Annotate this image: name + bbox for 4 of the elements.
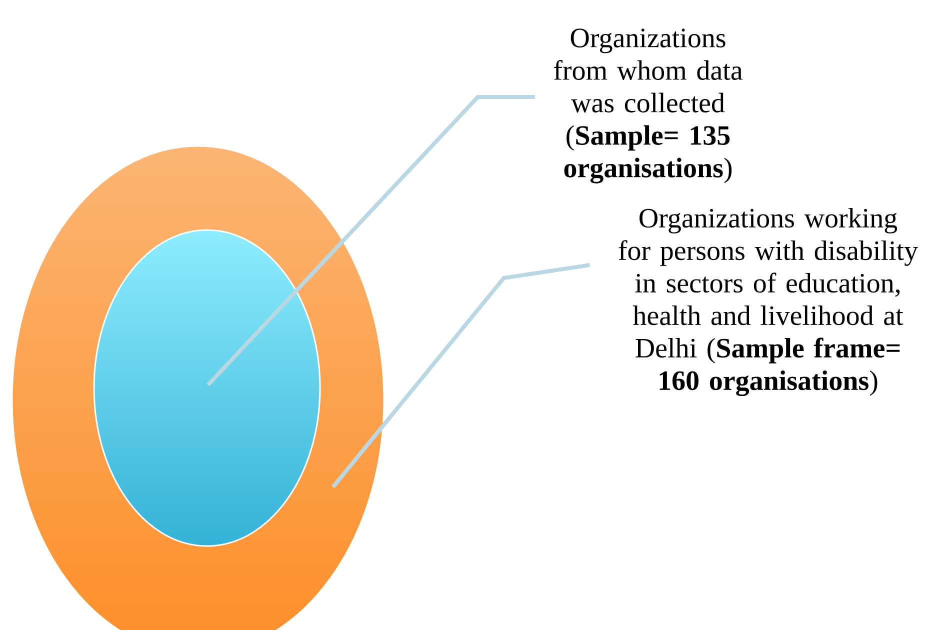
leader-line	[206, 95, 535, 386]
leader-line	[331, 263, 590, 488]
callout-text: Organizations working for persons with disability in sectors of education, health and livelihood at Delhi (Sample frame= 160 organisations)	[618, 208, 918, 396]
callout-text: Organizations from whom data was collected (Sample= 135 organisations)	[554, 28, 742, 184]
